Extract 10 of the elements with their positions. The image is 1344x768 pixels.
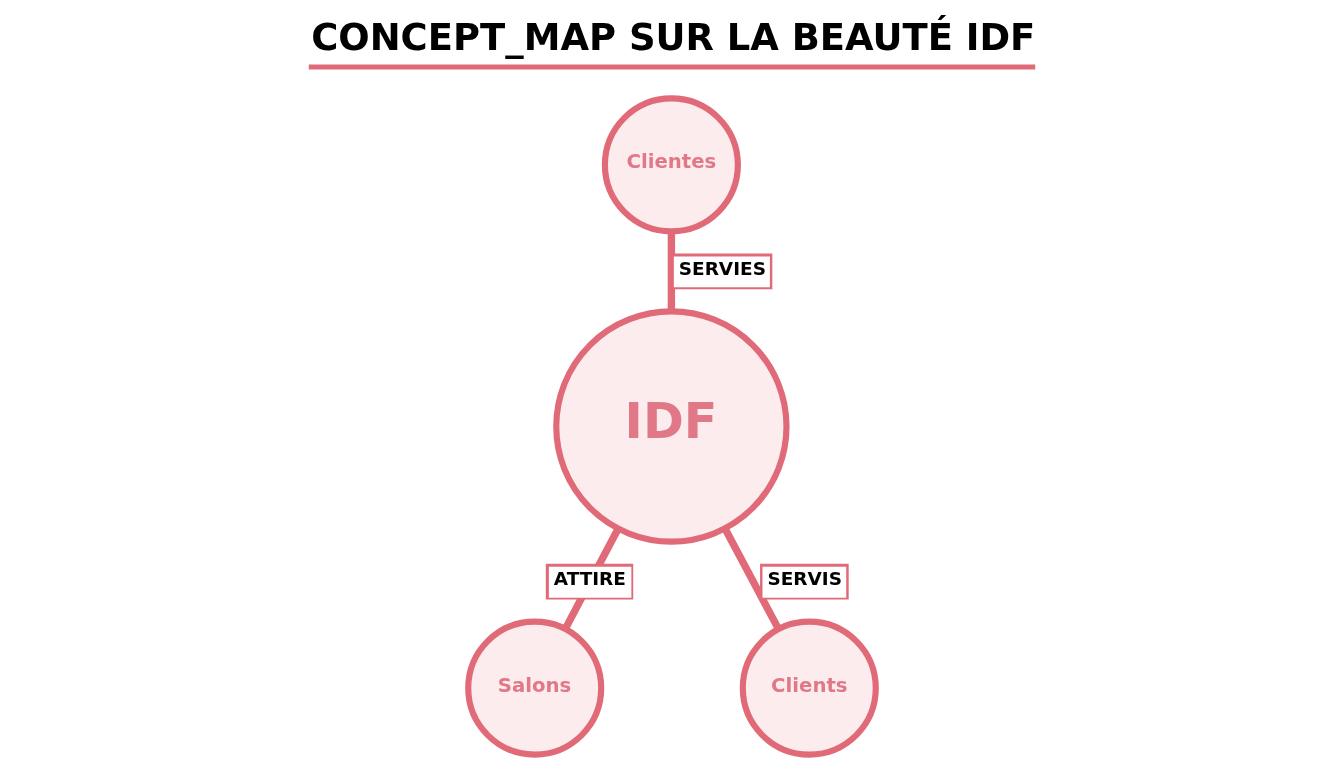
node-circle: IDF — [553, 308, 790, 545]
edge-label: SERVIES — [678, 258, 766, 280]
edge-label: SERVIS — [767, 568, 842, 590]
connector — [721, 526, 782, 631]
connector — [667, 231, 676, 311]
diagram-title: CONCEPT_MAP SUR LA BEAUTÉ IDF — [311, 15, 1036, 59]
node-circle: Clients — [739, 618, 879, 758]
edge-label: ATTIRE — [553, 568, 626, 590]
node-circle: Clientes — [601, 95, 741, 235]
node-circle: Salons — [465, 618, 605, 758]
